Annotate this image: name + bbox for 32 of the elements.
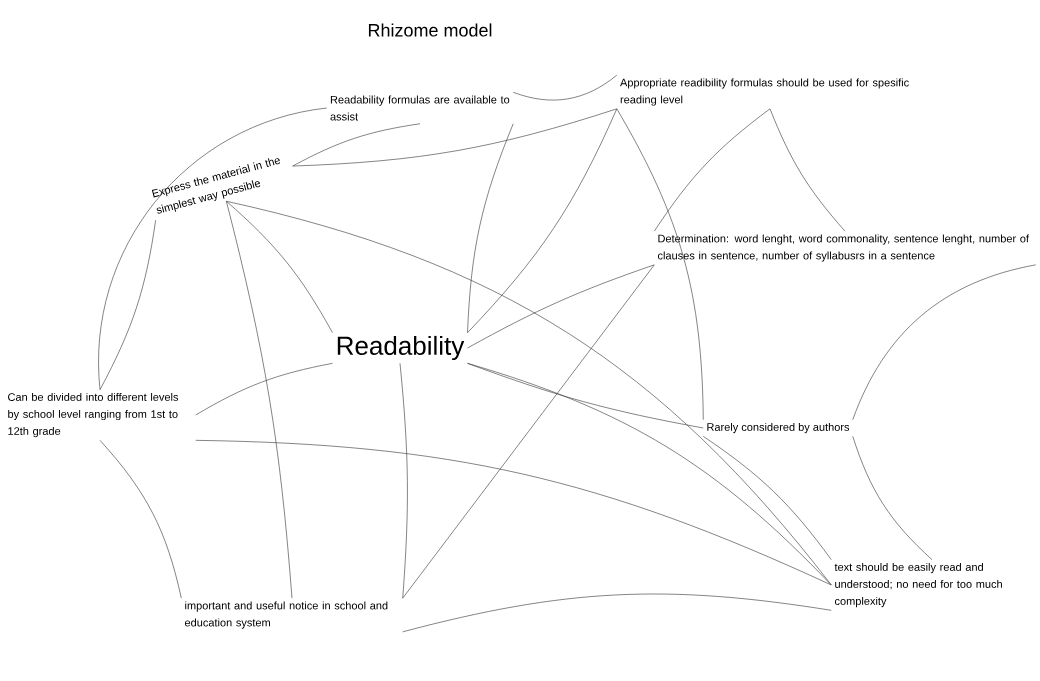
note-text: text should be easily read and understood; no need for too much complexity	[834, 562, 1002, 608]
connector-line	[852, 436, 933, 560]
connector-line	[226, 200, 293, 599]
central-concept: Readability	[337, 335, 465, 361]
connector-line	[467, 123, 514, 333]
connector-line	[616, 108, 704, 420]
connector-line	[852, 264, 1036, 420]
note-text: Readability formulas are available to assist	[330, 95, 510, 121]
note-text: Appropriate readibility formulas should be used for spesific reading level	[620, 78, 909, 106]
connector-line	[467, 264, 655, 349]
connector-line	[99, 219, 156, 390]
note-text: Determination: word lenght, word commonality, sentence lenght, number of clauses in sentence, number of syllabusrs in a sentence	[658, 234, 1029, 262]
connector-line	[402, 264, 655, 599]
connector-line	[226, 200, 333, 333]
title: Rhizome model	[368, 23, 492, 37]
connector-line	[98, 107, 328, 390]
note-text: Can be divided into different levels by school level ranging from 1st to 12th grade	[8, 392, 179, 438]
connector-line	[399, 363, 408, 599]
connector-line	[292, 108, 618, 167]
note-text: important and useful notice in school and education system	[185, 601, 388, 629]
connector-line	[195, 363, 333, 416]
connector-line	[467, 363, 832, 586]
connector-line	[702, 436, 832, 560]
connector-line	[292, 123, 421, 167]
connector-line	[512, 74, 618, 101]
connector-line	[402, 593, 832, 633]
note-text: Rarely considered by authors	[707, 422, 850, 434]
connector-line	[99, 440, 182, 599]
connector-line	[654, 108, 771, 232]
connector-line	[769, 108, 846, 232]
connector-line	[467, 108, 618, 333]
connector-line	[195, 440, 832, 586]
